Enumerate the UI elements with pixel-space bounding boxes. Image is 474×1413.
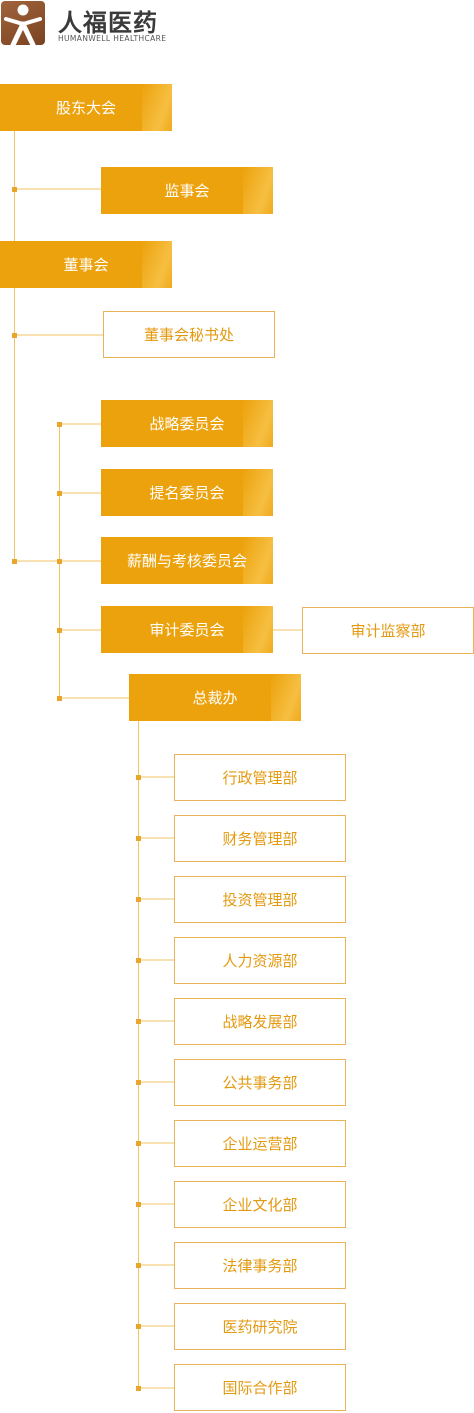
node-strategy-committee[interactable]: 战略委员会	[101, 400, 273, 447]
node-label: 董事会秘书处	[143, 326, 234, 344]
dept-label: 企业文化部	[222, 1196, 298, 1214]
node-board-secretary-office[interactable]: 董事会秘书处	[103, 311, 275, 358]
node-board-of-directors[interactable]: 董事会	[0, 241, 172, 288]
dept-pharma-research-institute[interactable]: 医药研究院	[174, 1303, 346, 1350]
node-nomination-committee[interactable]: 提名委员会	[101, 469, 273, 516]
node-label: 审计委员会	[149, 621, 225, 639]
dept-investment-management[interactable]: 投资管理部	[174, 876, 346, 923]
dept-label: 医药研究院	[222, 1318, 298, 1336]
brand-name: 人福医药	[58, 9, 158, 37]
dept-finance-management[interactable]: 财务管理部	[174, 815, 346, 862]
node-label: 监事会	[164, 182, 210, 200]
dept-label: 公共事务部	[222, 1074, 298, 1092]
dept-corporate-culture[interactable]: 企业文化部	[174, 1181, 346, 1228]
dept-enterprise-operations[interactable]: 企业运营部	[174, 1120, 346, 1167]
dept-public-affairs[interactable]: 公共事务部	[174, 1059, 346, 1106]
dept-label: 行政管理部	[222, 769, 298, 787]
node-label: 董事会	[63, 256, 109, 274]
dept-admin-management[interactable]: 行政管理部	[174, 754, 346, 801]
dept-human-resources[interactable]: 人力资源部	[174, 937, 346, 984]
person-logo-icon	[1, 1, 45, 45]
dept-strategic-development[interactable]: 战略发展部	[174, 998, 346, 1045]
dept-label: 法律事务部	[222, 1257, 298, 1275]
dept-international-cooperation[interactable]: 国际合作部	[174, 1364, 346, 1411]
dept-label: 国际合作部	[222, 1379, 298, 1397]
dept-label: 财务管理部	[222, 830, 298, 848]
dept-label: 投资管理部	[222, 891, 298, 909]
dept-label: 人力资源部	[222, 952, 298, 970]
node-remuneration-committee[interactable]: 薪酬与考核委员会	[101, 537, 273, 584]
node-label: 提名委员会	[149, 484, 225, 502]
brand-subtitle: HUMANWELL HEALTHCARE	[58, 34, 167, 43]
dept-label: 战略发展部	[222, 1013, 298, 1031]
node-supervisory-board[interactable]: 监事会	[101, 167, 273, 214]
node-label: 审计监察部	[350, 622, 426, 640]
node-audit-committee[interactable]: 审计委员会	[101, 606, 273, 653]
node-label: 薪酬与考核委员会	[126, 552, 247, 570]
dept-label: 企业运营部	[222, 1135, 298, 1153]
node-president-office[interactable]: 总裁办	[129, 674, 301, 721]
node-label: 战略委员会	[149, 415, 225, 433]
node-audit-supervision-dept[interactable]: 审计监察部	[302, 607, 474, 654]
node-label: 总裁办	[192, 689, 238, 707]
node-label: 股东大会	[55, 99, 116, 117]
dept-legal-affairs[interactable]: 法律事务部	[174, 1242, 346, 1289]
node-shareholders-meeting[interactable]: 股东大会	[0, 84, 172, 131]
company-logo[interactable]: 人福医药 HUMANWELL HEALTHCARE	[0, 0, 200, 50]
